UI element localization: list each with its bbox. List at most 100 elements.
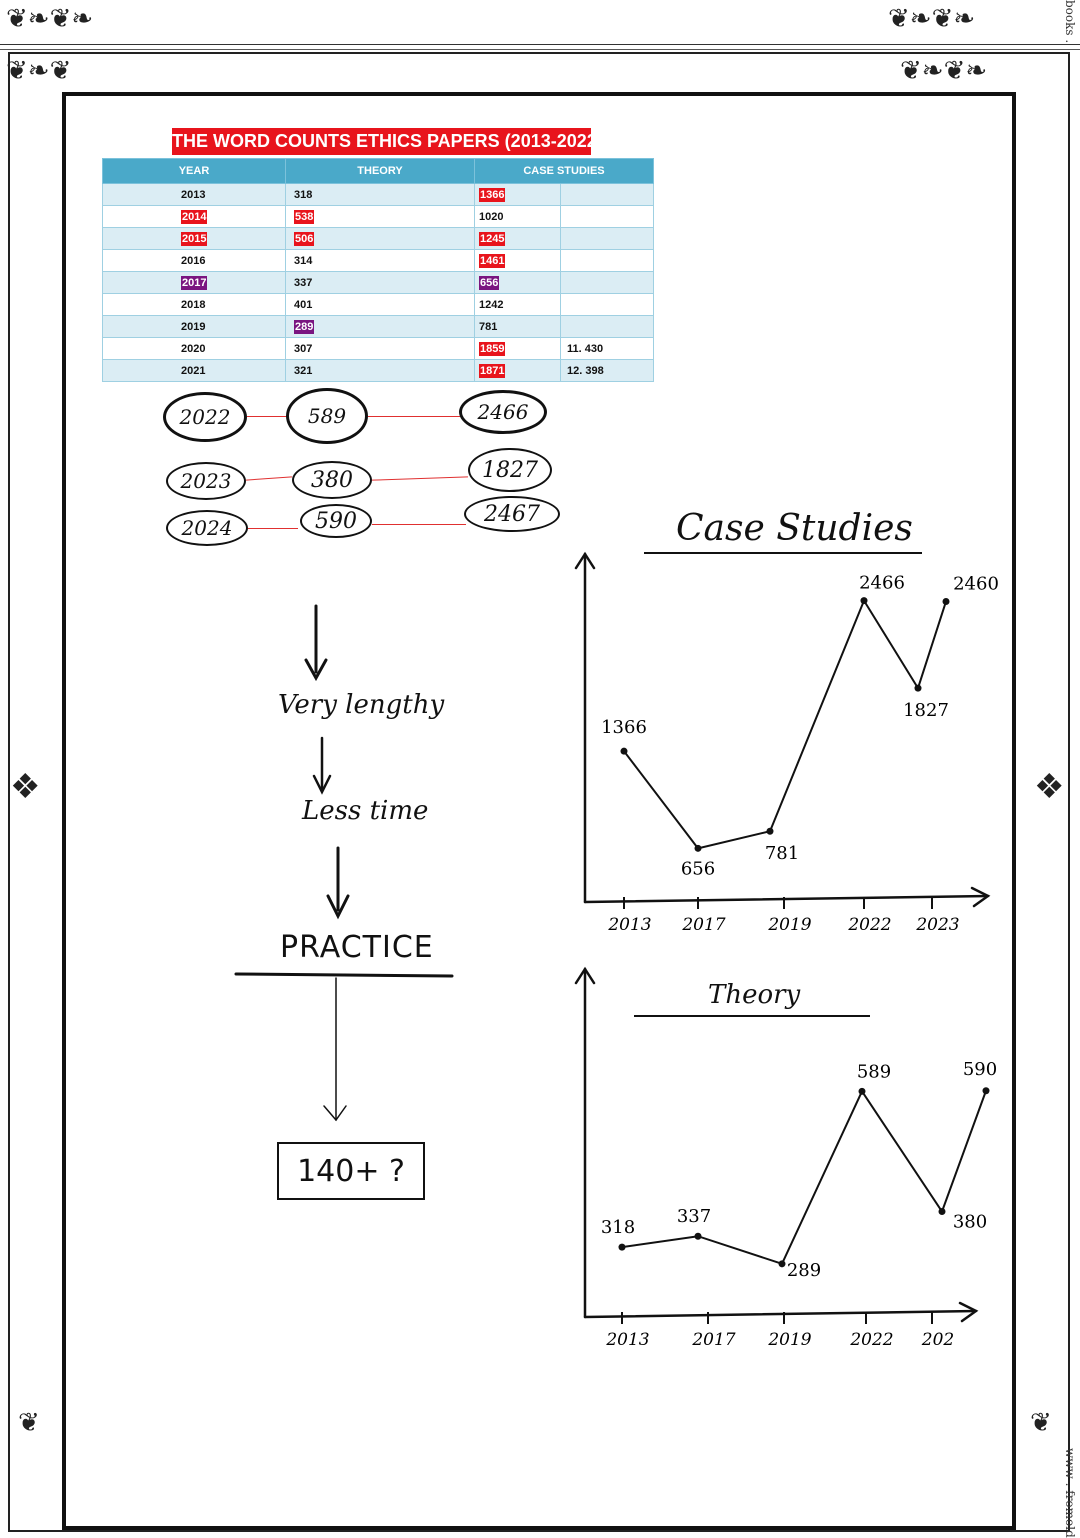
cell-theory: 401 xyxy=(285,293,475,316)
data-point xyxy=(620,747,628,755)
x-axis xyxy=(583,894,990,904)
cell-theory: 506 xyxy=(285,227,475,250)
data-point xyxy=(938,1208,946,1215)
cell-case-studies-value: 656 xyxy=(479,275,500,290)
cell-year-value: 2013 xyxy=(181,188,206,201)
x-tick-label: 2013 xyxy=(607,915,651,935)
axes xyxy=(574,551,991,908)
axes xyxy=(574,966,979,1323)
data-label: 781 xyxy=(765,843,799,864)
cell-case-studies-value: 1859 xyxy=(479,341,506,356)
x-axis-arrowhead xyxy=(958,1301,979,1323)
cell-theory-value: 318 xyxy=(294,188,313,201)
chart-title-theory: Theory xyxy=(708,980,801,1010)
page-frame-outer xyxy=(8,52,1070,1532)
data-label: 289 xyxy=(787,1260,821,1281)
cell-case-studies: 1871 xyxy=(474,359,561,382)
chart-title-underline xyxy=(644,552,922,554)
side-text-top: books . xyxy=(1063,0,1077,44)
x-axis-arrowhead xyxy=(970,886,991,908)
cell-year: 2013 xyxy=(102,183,286,206)
connector-line xyxy=(247,416,287,417)
data-point xyxy=(858,1087,866,1095)
cell-case-studies: 656 xyxy=(474,271,561,294)
series-line xyxy=(623,598,947,850)
cell-year-value: 2018 xyxy=(181,298,206,311)
cell-year-value: 2020 xyxy=(181,342,206,355)
x-tick-label: 2022 xyxy=(847,915,891,935)
cell-theory-value: 289 xyxy=(294,319,315,334)
data-label: 318 xyxy=(601,1217,635,1238)
corner-ornament-top-right: ❦❧❦❧ xyxy=(888,4,976,34)
header-year: YEAR xyxy=(102,158,286,184)
table-row: 2019 289 781 xyxy=(102,315,654,338)
cell-extra xyxy=(560,227,654,250)
cell-year: 2015 xyxy=(102,227,286,250)
data-point xyxy=(860,597,868,605)
y-axis-arrowhead xyxy=(574,966,596,985)
flow-step-less-time: Less time xyxy=(302,796,429,826)
connector-line xyxy=(248,528,298,529)
data-label: 337 xyxy=(677,1206,711,1227)
data-point xyxy=(766,827,774,835)
corner-ornament-left-2: ❦❧❦ xyxy=(6,56,72,86)
data-point xyxy=(694,844,702,852)
top-rule xyxy=(0,44,1080,45)
cell-theory-value: 314 xyxy=(294,254,313,267)
cell-year-value: 2017 xyxy=(181,275,208,290)
table-row: 2013 318 1366 xyxy=(102,183,654,206)
cell-extra xyxy=(560,315,654,338)
cell-year-value: 2014 xyxy=(181,209,208,224)
cell-case-studies-value: 1366 xyxy=(479,187,506,202)
cell-case-studies-value: 781 xyxy=(479,320,498,333)
cell-extra: 11. 430 xyxy=(560,337,654,360)
data-label: 656 xyxy=(681,858,715,879)
x-tick-label: 2019 xyxy=(767,1330,811,1350)
cell-extra-value: 11. 430 xyxy=(567,342,604,355)
cell-case-studies-value: 1461 xyxy=(479,253,506,268)
x-tick-label: 2022 xyxy=(849,1330,893,1350)
cell-case-studies: 1366 xyxy=(474,183,561,206)
cell-year: 2020 xyxy=(102,337,286,360)
cell-year-value: 2019 xyxy=(181,320,206,333)
x-tick-label: 2013 xyxy=(605,1330,649,1350)
cell-extra xyxy=(560,249,654,272)
cell-extra-value: 12. 398 xyxy=(567,364,604,377)
side-ornament-right: ❖ xyxy=(1034,767,1065,807)
cell-case-studies-value: 1245 xyxy=(479,231,506,246)
oval-case-2024: 2467 xyxy=(464,496,560,532)
cell-year: 2019 xyxy=(102,315,286,338)
data-label: 2466 xyxy=(859,573,905,594)
cell-theory: 289 xyxy=(285,315,475,338)
flow-arrows xyxy=(234,604,454,1122)
data-point xyxy=(778,1260,786,1268)
cell-case-studies-value: 1020 xyxy=(479,210,504,223)
oval-year-2024: 2024 xyxy=(166,510,248,546)
corner-ornament-bottom-left: ❦ xyxy=(18,1408,40,1438)
corner-ornament-top-left: ❦❧❦❧ xyxy=(6,4,94,34)
cell-extra: 12. 398 xyxy=(560,359,654,382)
oval-year-2022: 2022 xyxy=(163,392,247,442)
cell-theory: 337 xyxy=(285,271,475,294)
table-row: 2017 337 656 xyxy=(102,271,654,294)
connector-line xyxy=(372,524,466,525)
cell-extra xyxy=(560,183,654,206)
cell-case-studies-value: 1242 xyxy=(479,298,504,311)
data-point xyxy=(982,1087,990,1095)
connector-line xyxy=(368,416,460,417)
cell-extra xyxy=(560,271,654,294)
header-case-studies: CASE STUDIES xyxy=(474,158,654,184)
data-label: 590 xyxy=(963,1059,997,1080)
oval-theory-2023: 380 xyxy=(292,461,372,499)
cell-theory: 314 xyxy=(285,249,475,272)
cell-case-studies: 781 xyxy=(474,315,561,338)
page-frame-inner xyxy=(62,92,1016,1530)
data-point xyxy=(942,597,950,605)
series-line xyxy=(621,1089,987,1266)
cell-theory: 538 xyxy=(285,205,475,228)
corner-ornament-bottom-right: ❦ xyxy=(1030,1408,1052,1438)
